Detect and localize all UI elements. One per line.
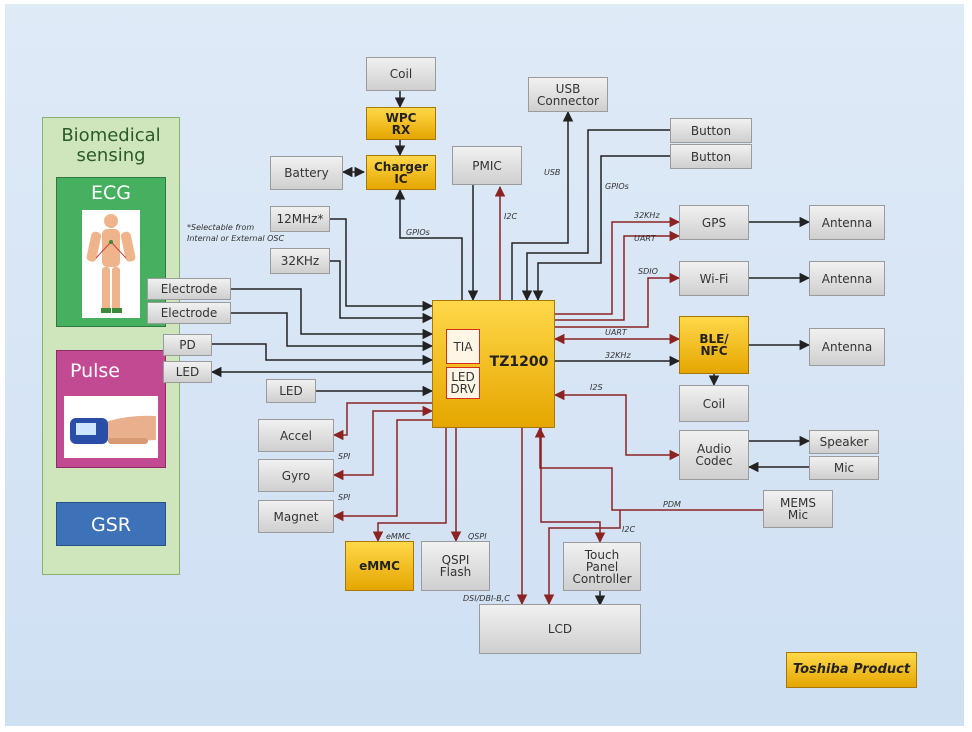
ecg-label: ECG (91, 182, 131, 204)
wire-emmc (372, 428, 447, 543)
wire-accel (332, 402, 432, 441)
bus-label-i2c-bottom: I2C (622, 525, 636, 534)
bus-label-qspi: QSPI (468, 532, 487, 541)
antenna-block-2: Antenna (809, 261, 885, 296)
led-block: LED (266, 379, 316, 403)
electrode-block-1: Electrode (147, 278, 231, 300)
wire-electrode-2 (231, 312, 434, 352)
mic-block: Mic (809, 456, 879, 480)
wire-magnet (332, 419, 432, 522)
gsr-card (56, 502, 166, 546)
button-block-2: Button (670, 144, 752, 169)
wire-usb (511, 110, 574, 300)
human-body-icon (86, 214, 136, 313)
wire-pd (212, 343, 434, 366)
bus-label-uart-gps: UART (634, 234, 656, 243)
qspi-flash-block: QSPI Flash (421, 541, 490, 591)
tz1200-chip (432, 300, 555, 428)
toshiba-product-legend: Toshiba Product (786, 652, 917, 688)
bus-label-32khz-ble: 32KHz (605, 351, 631, 360)
gyro-block: Gyro (258, 459, 334, 492)
wire-button-2 (532, 155, 670, 302)
wire-uart-gps (555, 230, 681, 321)
pulse-oximeter-icon (70, 415, 156, 444)
bus-label-i2c-top: I2C (504, 212, 518, 221)
wire-touch-i2c (543, 510, 621, 606)
pulse-oximeter-figure (64, 396, 158, 458)
bus-label-usb: USB (544, 168, 561, 177)
wifi-block: Wi-Fi (679, 261, 749, 296)
wire-32khz-gps (555, 216, 681, 315)
pmic-block: PMIC (452, 146, 522, 185)
wire-touch (540, 428, 606, 544)
wire-electrode-1 (231, 288, 434, 340)
mems-mic-block: MEMS Mic (763, 490, 833, 528)
bus-label-gpios-mid: GPIOs (605, 182, 629, 191)
charger-ic-block: Charger IC (366, 155, 436, 190)
bus-label-uart-ble: UART (605, 328, 627, 337)
antenna-block-1: Antenna (809, 205, 885, 240)
emmc-block: eMMC (345, 541, 414, 591)
audio-codec-block: Audio Codec (679, 430, 749, 480)
bus-label-pdm: PDM (663, 500, 681, 509)
wire-button-1 (521, 129, 670, 302)
speaker-block: Speaker (809, 430, 879, 454)
wire-i2s (553, 389, 681, 461)
tia-block: TIA (446, 329, 480, 364)
wire-gyro (332, 405, 434, 481)
bus-label-32khz-gps: 32KHz (634, 211, 660, 220)
electrode-block-2: Electrode (147, 302, 231, 324)
coil-right-block: Coil (679, 385, 749, 422)
accel-block: Accel (258, 419, 334, 452)
pd-block: PD (163, 334, 212, 356)
bus-label-sdio: SDIO (638, 267, 658, 276)
wire-12mhz (330, 218, 434, 312)
led-drv-block: LED DRV (446, 367, 480, 399)
clock-12mhz-block: 12MHz* (270, 206, 330, 232)
bus-label-i2s: I2S (590, 383, 603, 392)
oscillator-note: *Selectable from Internal or External OS… (187, 223, 285, 243)
battery-block: Battery (270, 156, 343, 190)
bus-label-dsi: DSI/DBI-B,C (463, 594, 510, 603)
bus-label-spi-2: SPI (338, 493, 351, 502)
biomedical-sensing-title: Biomedical sensing (61, 125, 161, 166)
bus-label-spi-1: SPI (338, 452, 351, 461)
wire-sdio (555, 272, 681, 328)
led-sensor-block: LED (163, 361, 212, 383)
coil-top-block: Coil (366, 57, 436, 91)
usb-connector-block: USB Connector (528, 77, 608, 112)
pulse-label: Pulse (69, 360, 121, 382)
clock-32khz-block: 32KHz (270, 248, 330, 274)
touch-panel-controller-block: Touch Panel Controller (563, 542, 641, 591)
wpc-rx-block: WPC RX (366, 107, 436, 140)
gsr-label: GSR (91, 514, 131, 536)
bus-label-emmc: eMMC (386, 532, 411, 541)
lcd-block: LCD (479, 604, 641, 654)
button-block-1: Button (670, 118, 752, 143)
magnet-block: Magnet (258, 500, 334, 533)
wire-charger-gpio (394, 188, 463, 300)
tz1200-label: TZ1200 (489, 354, 549, 370)
bus-label-gpios-top: GPIOs (406, 228, 430, 237)
ecg-body-figure (82, 210, 140, 318)
antenna-block-3: Antenna (809, 328, 885, 366)
gps-block: GPS (679, 205, 749, 240)
ble-nfc-block: BLE/ NFC (679, 316, 749, 374)
wire-pdm (534, 426, 763, 511)
wire-32khz (330, 260, 434, 324)
